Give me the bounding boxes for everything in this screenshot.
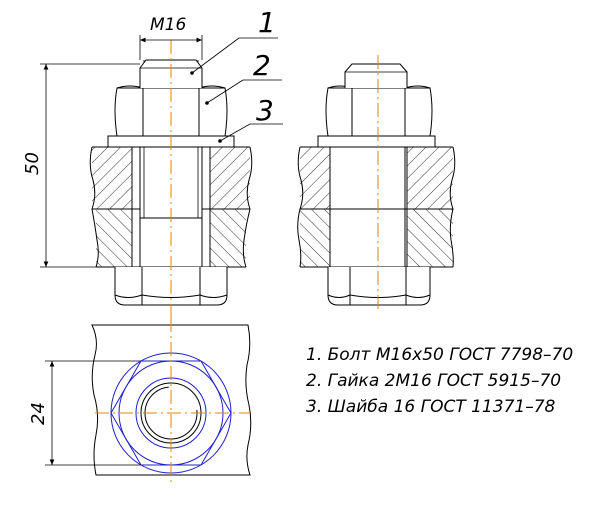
bolt-head-right xyxy=(327,267,431,306)
upper-plate xyxy=(92,147,250,209)
leader-dot-1 xyxy=(190,71,194,75)
bolt-end-right xyxy=(344,63,408,88)
parts-list-item-1: 1. Болт М16х50 ГОСТ 7798–70 xyxy=(306,345,573,365)
parts-list-item-2: 2. Гайка 2М16 ГОСТ 5915–70 xyxy=(306,371,561,391)
callout-2: 2 xyxy=(253,49,271,82)
leader-dot-3 xyxy=(218,139,222,143)
nut-right xyxy=(325,85,433,137)
callout-3: 3 xyxy=(256,94,274,127)
dim-length-label: 50 xyxy=(22,152,43,175)
dimensions xyxy=(40,35,203,466)
leaders xyxy=(191,37,283,142)
plan-view xyxy=(91,324,252,476)
right-simplified-view xyxy=(297,63,456,306)
callout-1: 1 xyxy=(258,6,276,39)
parts-list-item-3: 3. Шайба 16 ГОСТ 11371–78 xyxy=(306,397,556,417)
dim-thread-label: M16 xyxy=(150,15,186,35)
washer-right xyxy=(317,135,436,148)
leader-dot-2 xyxy=(205,101,209,105)
lower-plate xyxy=(96,209,246,267)
centerlines xyxy=(95,40,379,485)
parts-list: 1. Болт М16х50 ГОСТ 7798–70 2. Гайка 2М1… xyxy=(306,345,573,417)
plan-plate xyxy=(91,324,252,476)
dim-across-flats-label: 24 xyxy=(28,402,49,425)
